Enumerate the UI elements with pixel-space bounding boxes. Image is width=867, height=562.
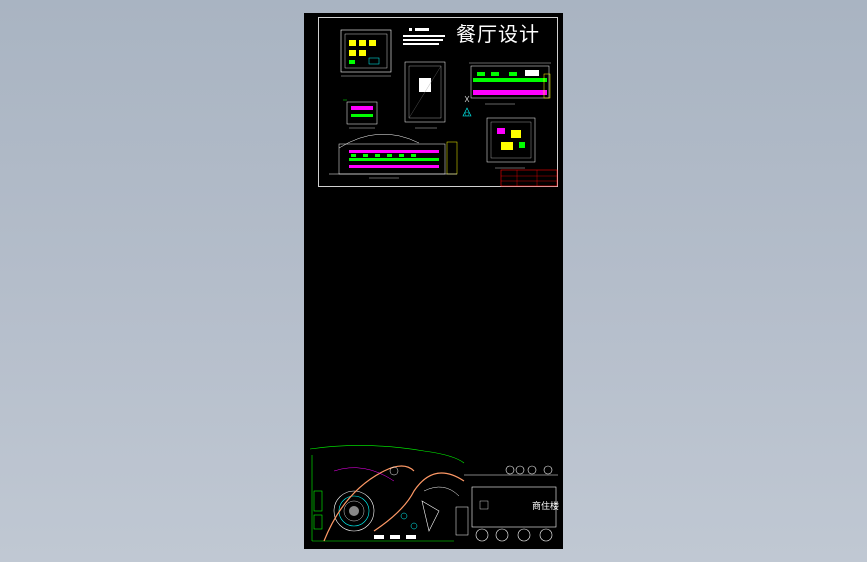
floor-plan-1 (340, 29, 392, 77)
front-elevation (469, 62, 551, 105)
drawing-sheet[interactable]: 餐厅设计 (304, 13, 563, 549)
sheet-drawings (329, 28, 558, 187)
drawing-title: 餐厅设计 (456, 22, 540, 46)
site-plan (404, 61, 446, 129)
building-label: 商住楼 (532, 502, 560, 512)
tree-row-bottom (475, 528, 553, 542)
title-block (500, 169, 558, 187)
design-notes (403, 28, 445, 45)
landscape-drawing (309, 445, 558, 542)
north-arrow-icon (462, 95, 472, 117)
floor-plan-2 (486, 117, 536, 169)
drawing-frame (318, 17, 558, 187)
landscape-plan (304, 441, 563, 549)
main-elevation (329, 133, 458, 179)
tree-row-top (505, 465, 553, 475)
section-drawing (343, 99, 378, 129)
